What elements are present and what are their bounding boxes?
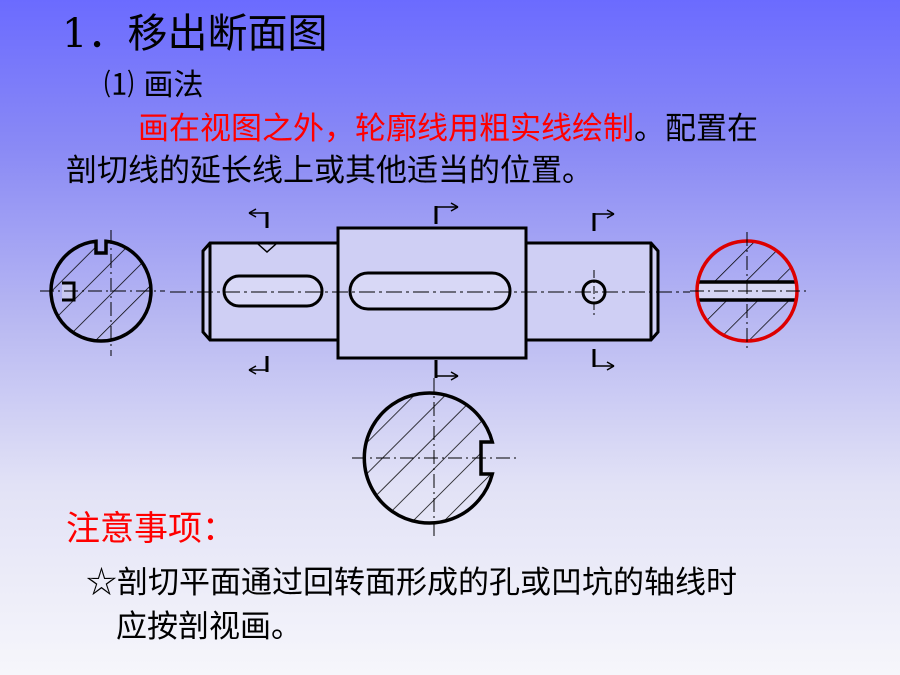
note-item-line-2: 应按剖视画。 bbox=[116, 609, 302, 645]
emphasis-text: 画在视图之外，轮廓线用粗实线绘制 bbox=[138, 111, 634, 147]
left-cut-tip-mark bbox=[257, 243, 277, 254]
cutting-plane-markers bbox=[248, 202, 615, 381]
description-line-2: 剖切线的延长线上或其他适当的位置。 bbox=[66, 153, 593, 189]
notes-title: 注意事项： bbox=[66, 509, 236, 549]
bottom-section-view bbox=[352, 378, 518, 538]
center-keyway-slot bbox=[348, 271, 512, 311]
left-section-view bbox=[40, 230, 165, 356]
page-title: 1．移出断面图 bbox=[62, 11, 328, 57]
right-section-view bbox=[690, 232, 808, 352]
description-line-1: 画在视图之外，轮廓线用粗实线绘制。配置在 bbox=[138, 108, 758, 150]
section-subtitle: ⑴ 画法 bbox=[104, 68, 204, 103]
description-text: 。配置在 bbox=[634, 111, 758, 147]
shaft-main-view bbox=[201, 226, 660, 360]
note-item-line-1: ☆剖切平面通过回转面形成的孔或凹坑的轴线时 bbox=[86, 565, 737, 601]
left-keyway-slot bbox=[222, 274, 324, 308]
